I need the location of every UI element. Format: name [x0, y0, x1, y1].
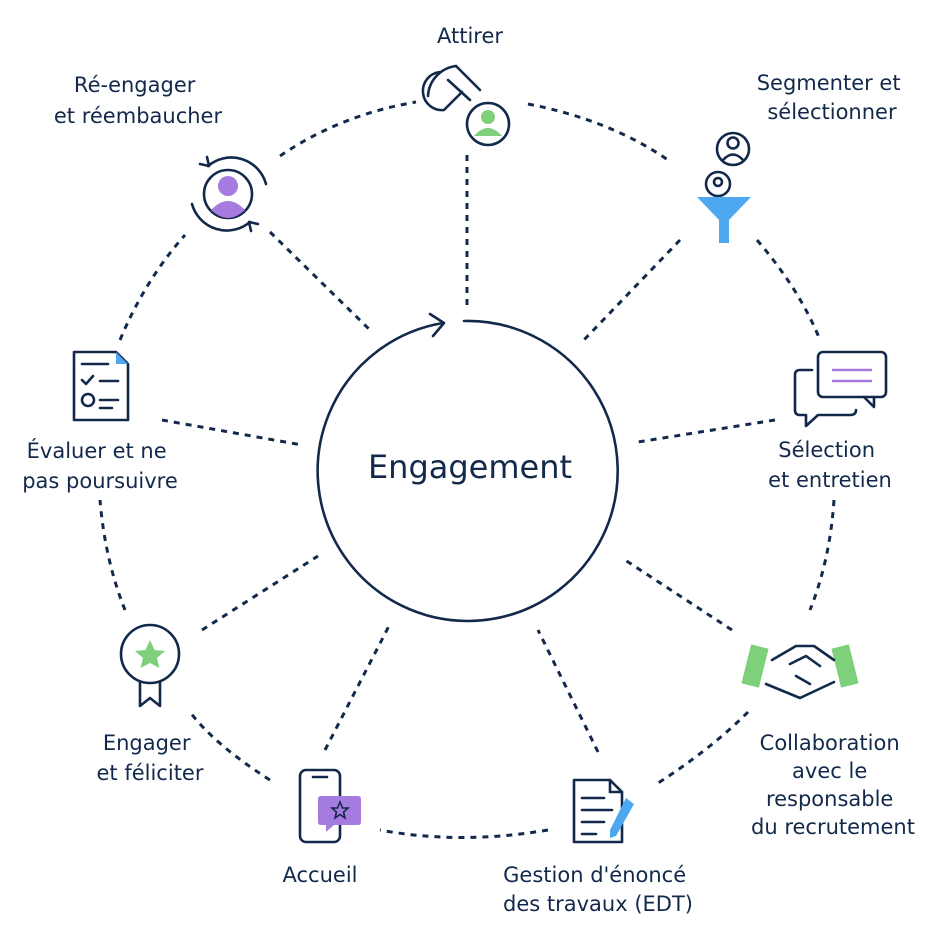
- stage-accueil: Accueil: [283, 768, 361, 887]
- stage-label-gestion: Gestion d'énoncé des travaux (EDT): [503, 863, 693, 916]
- spokes: [161, 155, 776, 753]
- stage-label-selection: Sélection et entretien: [768, 438, 892, 492]
- center-node: Engagement: [316, 312, 619, 623]
- stage-selection: Sélection et entretien: [768, 350, 892, 492]
- handshake-icon: [741, 644, 859, 700]
- user-cycle-icon: [190, 155, 268, 233]
- stage-label-accueil: Accueil: [283, 863, 358, 887]
- funnel-users-icon: [697, 131, 751, 243]
- stage-label-segmenter: Segmenter et sélectionner: [757, 71, 908, 124]
- magnet-user-icon: [421, 64, 511, 147]
- phone-star-message-icon: [298, 768, 361, 844]
- award-ribbon-icon: [119, 623, 181, 708]
- center-label: Engagement: [368, 448, 572, 486]
- chat-bubbles-icon: [793, 350, 888, 428]
- stage-label-attirer: Attirer: [437, 24, 503, 48]
- outer-ring: [98, 100, 836, 839]
- stage-segmenter: Segmenter et sélectionner: [697, 71, 908, 243]
- stage-label-engager: Engager et féliciter: [97, 731, 204, 785]
- stage-label-collaboration: Collaboration avec le responsable du rec…: [751, 731, 915, 839]
- stage-gestion: Gestion d'énoncé des travaux (EDT): [503, 778, 693, 916]
- document-pen-icon: [572, 778, 634, 844]
- checklist-icon: [72, 350, 130, 422]
- stage-label-evaluer: Évaluer et ne pas poursuivre: [22, 438, 178, 493]
- stage-reengager: Ré-engager et réembaucher: [54, 73, 268, 233]
- stage-attirer: Attirer: [421, 24, 511, 147]
- stage-evaluer: Évaluer et ne pas poursuivre: [22, 350, 178, 493]
- stage-collaboration: Collaboration avec le responsable du rec…: [741, 644, 915, 839]
- stage-label-reengager: Ré-engager et réembaucher: [54, 73, 223, 128]
- stage-engager: Engager et féliciter: [97, 623, 204, 785]
